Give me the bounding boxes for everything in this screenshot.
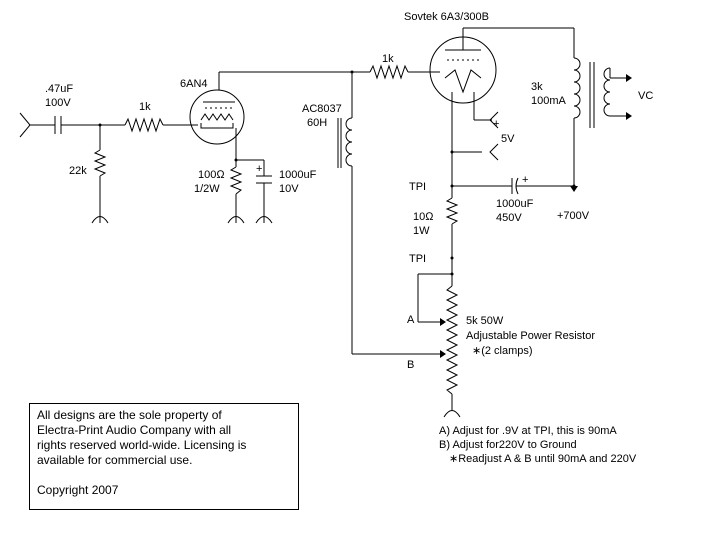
cathode-resistor-power-label: 1/2W — [194, 183, 220, 195]
sense-resistor-label: 10Ω — [413, 211, 434, 223]
grid-leak-resistor — [91, 123, 109, 224]
cathode-cap-label: 1000uF — [279, 169, 317, 181]
note-a: A) Adjust for .9V at TPI, this is 90mA — [439, 425, 617, 437]
cathode-cap-plus: + — [256, 163, 262, 175]
note-readjust: ∗Readjust A & B until 90mA and 220V — [449, 453, 637, 465]
power-resistor-desc-label: Adjustable Power Resistor — [466, 330, 595, 342]
copyright-notice-box: All designs are the sole property of Ele… — [29, 403, 299, 510]
power-resistor-label: 5k 50W — [466, 315, 504, 327]
filter-cap-plus: + — [522, 174, 528, 186]
filament-label: 5V — [501, 133, 515, 145]
filament-plus: + — [493, 118, 499, 130]
plate-wire — [219, 70, 370, 118]
test-point-top-label: TPI — [409, 181, 426, 193]
test-point-bottom-label: TPI — [409, 253, 426, 265]
input-series-resistor — [124, 117, 198, 133]
grid-leak-label: 22k — [69, 165, 87, 177]
grid-stopper-label: 1k — [382, 53, 394, 65]
input-tube-label: 6AN4 — [180, 78, 208, 90]
output-transformer — [463, 27, 632, 186]
speaker-label: VC — [638, 90, 653, 102]
tap-a-label: A — [407, 314, 415, 326]
choke-label: AC8037 — [302, 103, 342, 115]
input-capacitor — [54, 116, 125, 134]
output-tube — [429, 28, 497, 120]
sense-resistor — [445, 197, 459, 278]
input-tube — [189, 72, 245, 160]
notice-text: All designs are the sole property of Ele… — [37, 408, 247, 467]
plate-choke — [337, 117, 446, 358]
output-tube-label: Sovtek 6A3/300B — [404, 11, 489, 23]
cathode-resistor — [227, 158, 245, 224]
cathode-capacitor — [236, 159, 273, 224]
filter-cap-voltage-label: 450V — [496, 212, 522, 224]
choke-value-label: 60H — [307, 117, 327, 129]
tap-b-label: B — [407, 359, 414, 371]
transformer-impedance-label: 3k — [531, 81, 543, 93]
bplus-node — [450, 120, 578, 198]
input-cap-label: .47uF — [45, 83, 73, 95]
copyright-text: Copyright 2007 — [37, 483, 119, 497]
grid-stopper-resistor — [369, 64, 440, 80]
adjustment-notes: A) Adjust for .9V at TPI, this is 90mA B… — [439, 424, 636, 466]
cathode-cap-voltage-label: 10V — [279, 183, 299, 195]
sense-resistor-power-label: 1W — [413, 225, 430, 237]
filament-supply — [452, 111, 499, 161]
filter-cap-label: 1000uF — [496, 198, 534, 210]
supply-label: +700V — [557, 210, 590, 222]
adjustable-power-resistor — [417, 272, 461, 418]
input-jack — [19, 112, 55, 138]
input-series-resistor-label: 1k — [139, 101, 151, 113]
transformer-current-label: 100mA — [531, 95, 567, 107]
clamps-label: ∗(2 clamps) — [472, 345, 533, 357]
cathode-resistor-label: 100Ω — [198, 169, 225, 181]
input-cap-voltage-label: 100V — [45, 97, 71, 109]
note-b: B) Adjust for220V to Ground — [439, 439, 577, 451]
